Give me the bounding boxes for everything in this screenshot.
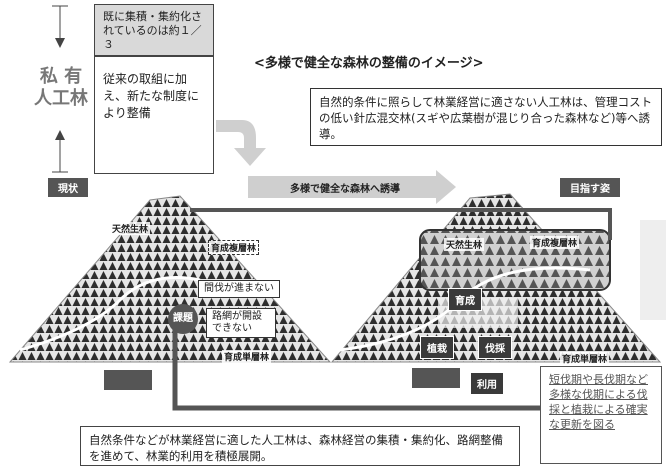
induce-arrow-icon [248,170,456,204]
thinning-label: 間伐が進まない [198,280,280,298]
left-single-label: 育成単層林 [222,350,272,363]
goal-tag: 目指す姿 [560,178,620,197]
right-multi-label: 育成複層林 [530,236,580,249]
issue-badge: 課題 [168,304,198,334]
right-single-label: 育成単層林 [560,352,610,365]
left-multi-label: 育成複層林 [208,240,260,255]
aggregated-caption: 既に集積・集約化されているのは約１／３ [94,4,214,56]
dimension-arrows [52,5,68,173]
private-forest-label: 私 有 人工林 [34,66,88,109]
cut-label: 伐採 [478,336,512,359]
top-right-note: 自然的条件に照らして林業経営に適さない人工林は、管理コストの低い針広混交林(スギ… [310,88,662,146]
curve-arrow-icon [216,120,266,166]
left-natural-label: 天然生林 [110,222,151,235]
right-natural-label: 天然生林 [444,238,485,251]
current-tag: 現状 [48,178,88,197]
grow-label: 育成 [448,288,482,311]
use-label: 利用 [470,372,504,395]
side-note: 短伐期や長伐期など多様な伐期による伐採と植栽による確実な更新を図る [540,366,662,464]
induce-arrow-label: 多様で健全な森林へ誘導 [290,184,400,195]
road-label: 路網が開設できない [206,308,276,338]
bottom-note: 自然条件などが林業経営に適した人工林は、森林経営の集積・集約化、路網整備を進めて… [80,426,520,466]
current-efforts-box: 従来の取組に加え、新たな制度により整備 [94,56,214,174]
plant-label: 植栽 [420,336,454,359]
page-title: <多様で健全な森林の整備のイメージ> [254,56,484,71]
